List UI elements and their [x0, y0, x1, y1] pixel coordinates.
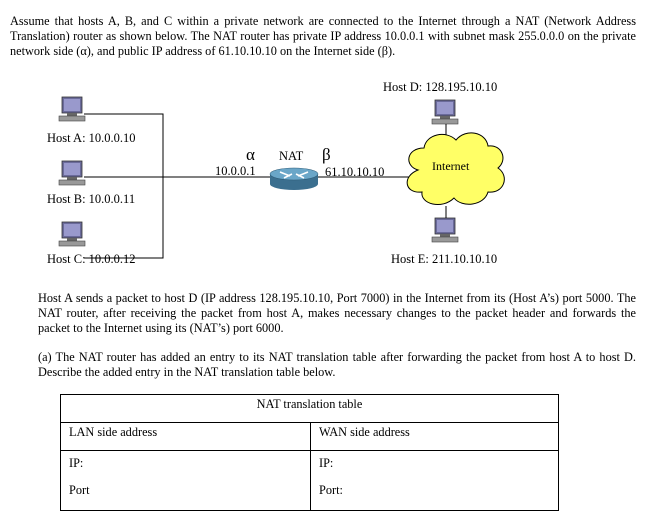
public-ip-label: 61.10.10.10: [325, 165, 385, 179]
host-b-label: Host B: 10.0.0.11: [47, 192, 136, 206]
table-divider: [61, 450, 558, 451]
network-diagram: [58, 96, 505, 259]
host-d-label: Host D: 128.195.10.10: [383, 80, 498, 94]
host-d-computer-icon: [431, 99, 459, 125]
nat-translation-table: NAT translation table LAN side address W…: [60, 394, 559, 511]
host-e-computer-icon: [431, 217, 459, 243]
beta-label: β: [322, 145, 331, 164]
question-paragraph: (a) The NAT router has added an entry to…: [38, 350, 636, 379]
host-c-label: Host C: 10.0.0.12: [47, 252, 136, 266]
internet-cloud-icon: [406, 132, 505, 206]
nat-router-icon: [269, 167, 319, 190]
host-e-label: Host E: 211.10.10.10: [391, 252, 498, 266]
table-column-divider: [310, 423, 311, 510]
table-divider: [61, 422, 558, 423]
table-title: NAT translation table: [256, 397, 363, 411]
lan-side-header: LAN side address: [69, 425, 158, 439]
host-c-computer-icon: [58, 221, 86, 247]
network-links: [84, 113, 410, 259]
nat-label: NAT: [279, 149, 304, 163]
host-b-computer-icon: [58, 160, 86, 186]
wan-ip-label: IP:: [319, 456, 334, 470]
lan-port-label: Port: [69, 483, 90, 497]
lan-ip-label: IP:: [69, 456, 84, 470]
scenario-paragraph: Host A sends a packet to host D (IP addr…: [38, 291, 636, 335]
internet-label: Internet: [432, 159, 470, 173]
host-a-label: Host A: 10.0.0.10: [47, 131, 136, 145]
intro-paragraph: Assume that hosts A, B, and C within a p…: [10, 14, 636, 58]
wan-side-header: WAN side address: [319, 425, 410, 439]
alpha-label: α: [246, 145, 255, 164]
host-a-computer-icon: [58, 96, 86, 122]
private-ip-label: 10.0.0.1: [215, 164, 256, 178]
wan-port-label: Port:: [319, 483, 343, 497]
